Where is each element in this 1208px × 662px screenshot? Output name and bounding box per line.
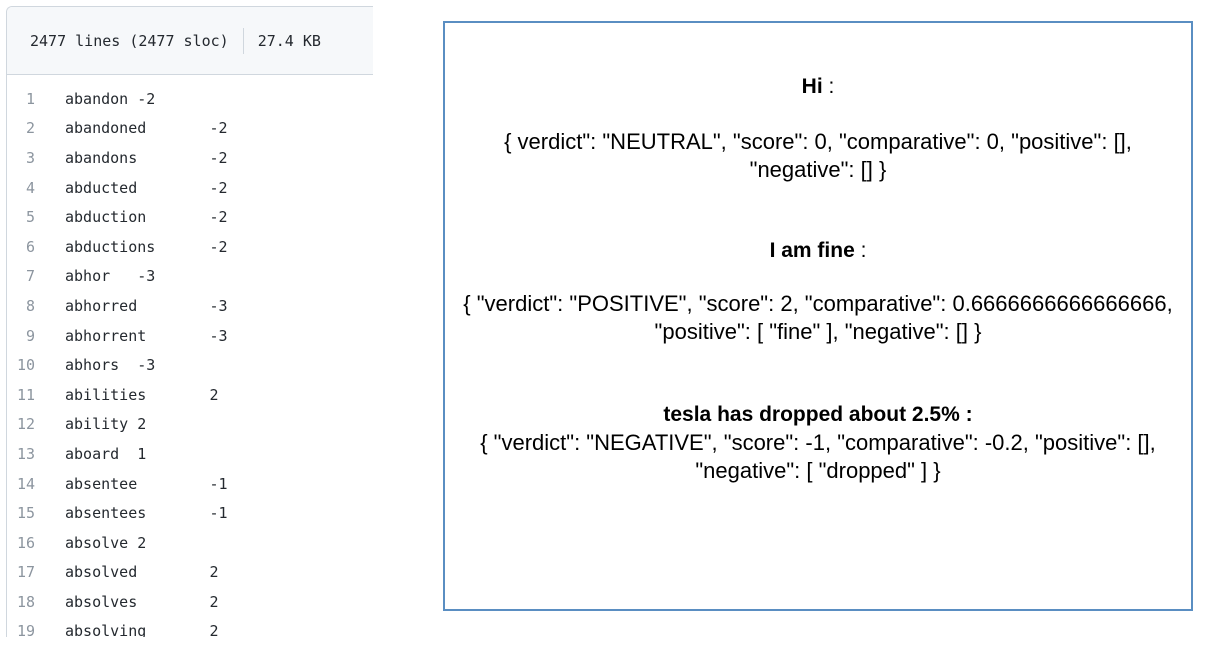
line-content: abhor -3 (65, 267, 156, 286)
code-line: 1 abandon -2 (7, 84, 373, 114)
line-content: absentee -1 (65, 474, 228, 493)
code-line: 4 abducted -2 (7, 173, 373, 203)
line-number[interactable]: 6 (25, 237, 35, 256)
code-line: 9 abhorrent -3 (7, 321, 373, 351)
code-line: 7 abhor -3 (7, 262, 373, 292)
line-content: abhorred -3 (65, 296, 228, 315)
file-size: 27.4 KB (257, 31, 321, 50)
code-line: 8 abhorred -3 (7, 291, 373, 321)
result-label-tesla: tesla has dropped about 2.5% : (663, 403, 973, 426)
file-view-panel: 2477 lines (2477 sloc) 27.4 KB 1 abandon … (6, 6, 373, 637)
header-divider (242, 27, 244, 54)
result-json-hi: { verdict": "NEUTRAL", "score": 0, "comp… (504, 129, 1132, 182)
result-json-fine: { "verdict": "POSITIVE", "score": 2, "co… (463, 291, 1173, 344)
result-label-fine: I am fine : (769, 239, 867, 262)
line-content: aboard 1 (65, 444, 147, 463)
line-number[interactable]: 4 (25, 178, 35, 197)
code-line: 15 absentees -1 (7, 498, 373, 528)
line-content: absolves 2 (65, 592, 219, 611)
code-line: 14 absentee -1 (7, 469, 373, 499)
line-number[interactable]: 13 (16, 444, 35, 463)
code-line: 5 abduction -2 (7, 202, 373, 232)
line-number[interactable]: 7 (25, 267, 35, 286)
line-content: absolve 2 (65, 533, 147, 552)
line-number[interactable]: 1 (25, 89, 35, 108)
line-number[interactable]: 8 (25, 296, 35, 315)
line-number[interactable]: 17 (16, 563, 35, 582)
line-content: abilities 2 (65, 385, 219, 404)
line-number[interactable]: 14 (16, 474, 35, 493)
line-number[interactable]: 3 (25, 148, 35, 167)
code-line: 13 aboard 1 (7, 439, 373, 469)
line-number[interactable]: 5 (25, 208, 35, 227)
line-content: abducted -2 (65, 178, 228, 197)
code-line: 2 abandoned -2 (7, 114, 373, 144)
line-number[interactable]: 12 (16, 415, 35, 434)
line-number[interactable]: 15 (16, 504, 35, 523)
line-content: abandon -2 (65, 89, 156, 108)
sentiment-output-box: Hi : { verdict": "NEUTRAL", "score": 0, … (443, 21, 1193, 611)
line-content: absolving 2 (65, 622, 219, 637)
line-number[interactable]: 18 (16, 592, 35, 611)
line-content: abhorrent -3 (65, 326, 228, 345)
line-content: absolved 2 (65, 563, 219, 582)
line-number[interactable]: 11 (16, 385, 35, 404)
code-line: 17 absolved 2 (7, 558, 373, 588)
line-content: abhors -3 (65, 356, 156, 375)
code-line: 12 ability 2 (7, 410, 373, 440)
code-line: 16 absolve 2 (7, 528, 373, 558)
code-line: 6 abductions -2 (7, 232, 373, 262)
code-listing: 1 abandon -2 2 abandoned -2 3 abandons -2 4 abd… (7, 75, 373, 637)
line-content: ability 2 (65, 415, 147, 434)
result-json-tesla: { "verdict": "NEGATIVE", "score": -1, "c… (480, 430, 1156, 483)
line-number[interactable]: 9 (25, 326, 35, 345)
code-line: 10 abhors -3 (7, 350, 373, 380)
code-line: 11 abilities 2 (7, 380, 373, 410)
line-content: abductions -2 (65, 237, 228, 256)
line-number[interactable]: 19 (16, 622, 35, 637)
file-info-header: 2477 lines (2477 sloc) 27.4 KB (7, 7, 373, 75)
line-content: abandoned -2 (65, 119, 228, 138)
line-content: absentees -1 (65, 504, 228, 523)
code-line: 18 absolves 2 (7, 587, 373, 617)
file-lines-info: 2477 lines (2477 sloc) (30, 31, 229, 50)
line-number[interactable]: 10 (16, 356, 35, 375)
line-number[interactable]: 2 (25, 119, 35, 138)
line-content: abandons -2 (65, 148, 228, 167)
code-line: 3 abandons -2 (7, 143, 373, 173)
line-number[interactable]: 16 (16, 533, 35, 552)
result-label-hi: Hi : (801, 75, 835, 98)
code-line: 19 absolving 2 (7, 617, 373, 637)
line-content: abduction -2 (65, 208, 228, 227)
